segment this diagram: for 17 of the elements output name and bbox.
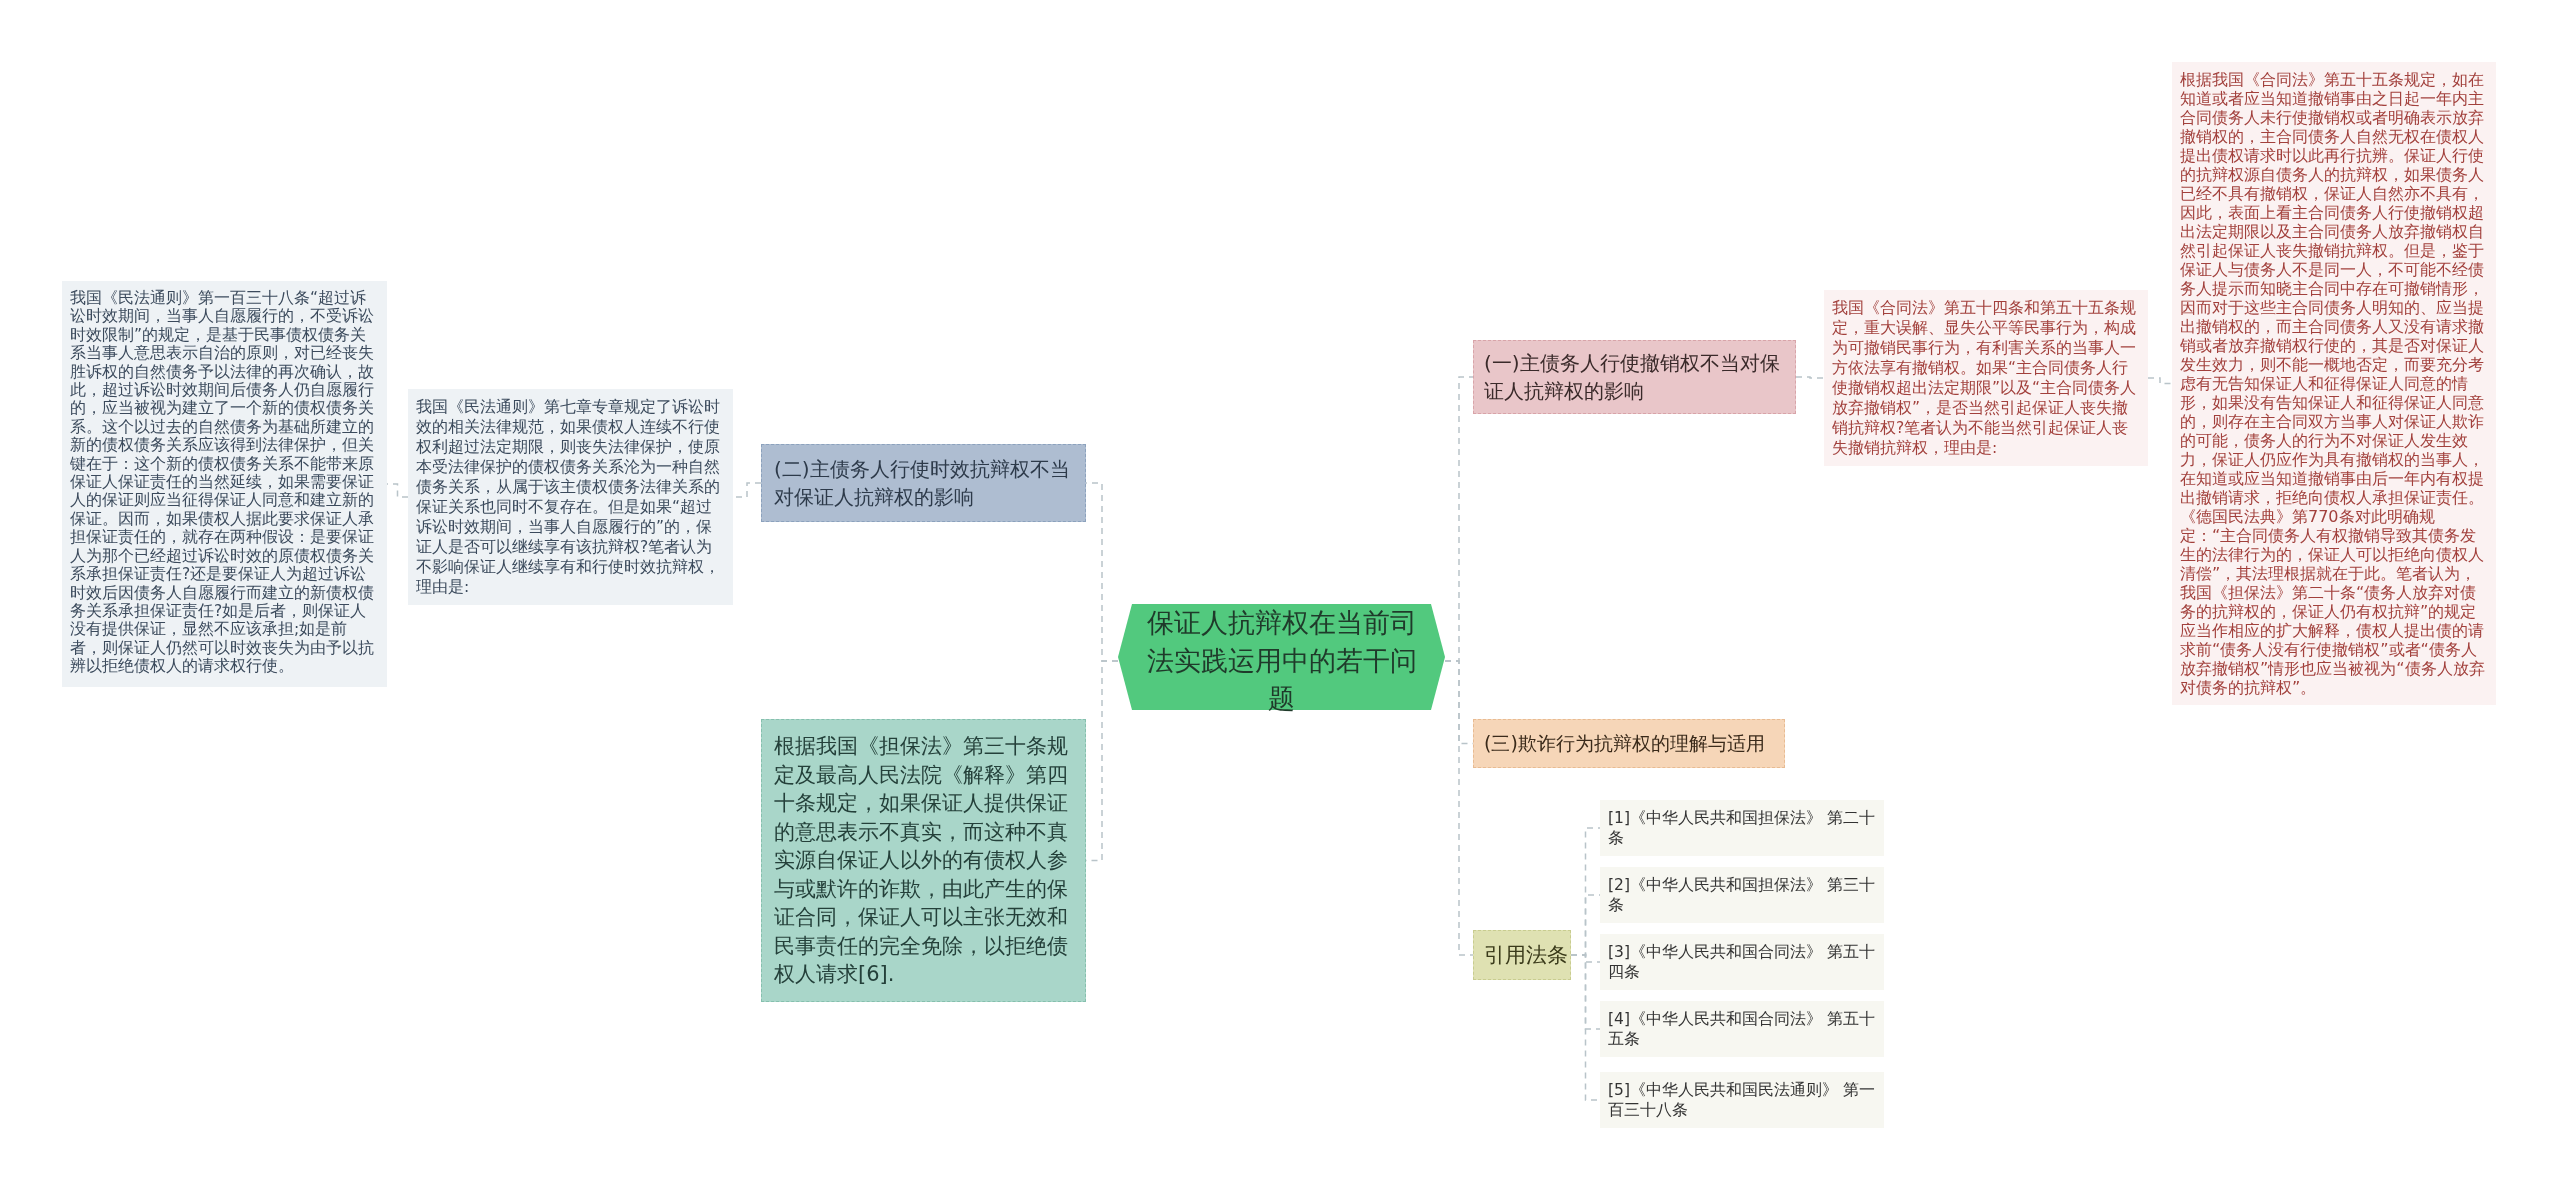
topic-box: (三)欺诈行为抗辩权的理解与适用 (1473, 719, 1785, 768)
text-box: 根据我国《合同法》第五十五条规定，如在知道或者应当知道撤销事由之日起一年内主合同债务人未行使撤销权或者明确表示放弃撤销权的，主合同债务人自然无权在债权人提出债权请求时以此再行抗辨。保证人行使的抗辩权源自债务人的抗辩权，如果债务人已经不具有撤销权，保证人自然亦不具有，因此，表面上看主合同债务人行使撤销权超出法定期限以及主合同债务人放弃撤销权自然引起保证人丧失撤销抗辩权。但是，鉴于保证人与债务人不是同一人，不可能不经债务人提示而知晓主合同中存在可撤销情形，因而对于这些主合同债务人明知的、应当提出撤销权的，而主合同债务人又没有请求撤销或者放弃撤销权行使的，其是否对保证人发生效力，则不能一概地否定，而要充分考虑有无告知保证人和征得保证人同意的情形，如果没有告知保证人和征得保证人同意的，则存在主合同双方当事人对保证人欺诈的可能，债务人的行为不对保证人发生效力，保证人仍应作为具有撤销权的当事人，在知道或应当知道撤销事由后一年内有权提出撤销请求，拒绝向债权人承担保证责任。《德国民法典》第770条对此明确规定：“主合同债务人有权撤销导致其债务发生的法律行为的，保证人可以拒绝向债权人清偿”，其法理根据就在于此。笔者认为，我国《担保法》第二十条“债务人放弃对债务的抗辩权的，保证人仍有权抗辩”的规定应当作相应的扩大解释，债权人提出债的请求前“债务人没有行使撤销权”或者“债务人放弃撤销权”情形也应当被视为“债务人放弃对债务的抗辩权”。 (2172, 62, 2496, 705)
reference-box: [2]《中华人民共和国担保法》 第三十条 (1600, 867, 1884, 923)
connector-line (1444, 660, 1474, 956)
text-box: 我国《合同法》第五十四条和第五十五条规定，重大误解、显失公平等民事行为，构成为可撤销民事行为，有利害关系的当事人一方依法享有撤销权。如果“主合同债务人行使撤销权超出法定期限”以及“主合同债务人放弃撤销权”，是否当然引起保证人丧失撤销抗辩权?笔者认为不能当然引起保证人丧失撤销抗辩权，理由是: (1824, 290, 2148, 466)
text-box: 我国《民法通则》第七章专章规定了诉讼时效的相关法律规范，如果债权人连续不行使权利超过法定期限，则丧失法律保护，使原本受法律保护的债权债务关系沦为一种自然债务关系，从属于该主债权债务法律关系的保证关系也同时不复存在。但是如果“超过诉讼时效期间，当事人自愿履行的”的，保证人是否可以继续享有该抗辩权?笔者认为不影响保证人继续享有和行使时效抗辩权，理由是: (408, 389, 733, 605)
reference-box: [3]《中华人民共和国合同法》 第五十四条 (1600, 934, 1884, 990)
connector-line (2147, 377, 2173, 385)
topic-box: (二)主债务人行使时效抗辩权不当对保证人抗辩权的影响 (761, 444, 1086, 522)
topic-box: 引用法条 (1473, 930, 1571, 980)
reference-box: [4]《中华人民共和国合同法》 第五十五条 (1600, 1001, 1884, 1057)
topic-box: 根据我国《担保法》第三十条规定及最高人民法院《解释》第四十条规定，如果保证人提供保证的意思表示不真实，而这种不真实源自保证人以外的有债权人参与或默许的诈欺，由此产生的保证合同，保证人可以主张无效和民事责任的完全免除，以拒绝债权人请求[6]. (761, 719, 1086, 1002)
connector-line (1795, 376, 1825, 379)
reference-box: [5]《中华人民共和国民法通则》 第一百三十八条 (1600, 1072, 1884, 1128)
topic-box: (一)主债务人行使撤销权不当对保证人抗辩权的影响 (1473, 340, 1796, 414)
text-box: 我国《民法通则》第一百三十八条“超过诉讼时效期间，当事人自愿履行的，不受诉讼时效限制”的规定，是基于民事债权债务关系当事人意思表示自治的原则，对已经丧失胜诉权的自然债务予以法律的再次确认，故此，超过诉讼时效期间后债务人仍自愿履行的，应当被视为建立了一个新的债权债务关系。这个以过去的自然债务为基础所建立的新的债权债务关系应该得到法律保护，但关键在于：这个新的债权债务关系不能带来原保证人保证责任的当然延续，如果需要保证人的保证则应当征得保证人同意和建立新的保证。因而，如果债权人据此要求保证人承担保证责任的，就存在两种假设：是要保证人为那个已经超过诉讼时效的原债权债务关系承担保证责任?还是要保证人为超过诉讼时效后因债务人自愿履行而建立的新债权债务关系承担保证责任?如是后者，则保证人没有提供保证，显然不应该承担;如是前者，则保证人仍然可以时效丧失为由予以抗辨以拒绝债权人的请求权行使。 (62, 281, 387, 687)
reference-box: [1]《中华人民共和国担保法》 第二十条 (1600, 800, 1884, 856)
